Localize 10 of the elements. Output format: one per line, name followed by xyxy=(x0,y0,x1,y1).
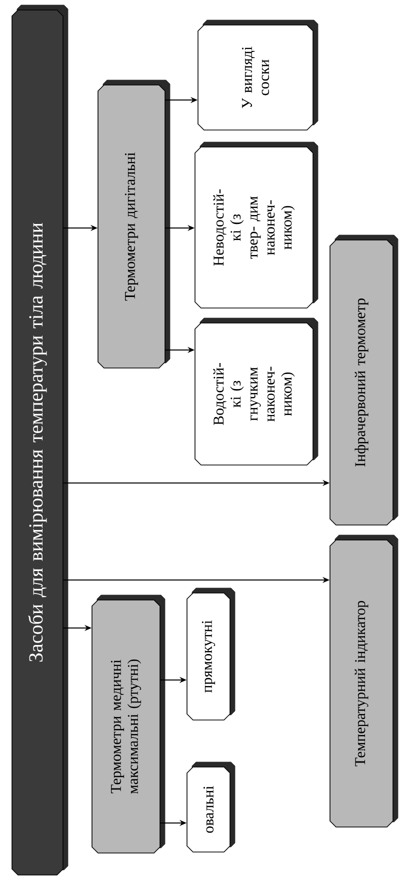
type-box: Неводостій- кі (з твер- дим наконеч- ником) xyxy=(194,142,318,308)
type-box: У вигляді соски xyxy=(198,20,318,130)
type-box: прямокутні xyxy=(186,588,236,720)
title-bar: Засоби для вимірювання температури тіла людини xyxy=(12,4,68,876)
category-box: Термометри медичні максимальні (ртутні) xyxy=(92,594,166,854)
category-box: Температурний індикатор xyxy=(330,534,398,828)
category-box: Термометри дигітальні xyxy=(98,80,170,368)
type-box: Водостій- кі (з гнучким наконеч- ником) xyxy=(194,318,318,466)
category-box: Інфрачервоний термометр xyxy=(330,234,398,526)
type-box: овальні xyxy=(186,762,236,852)
